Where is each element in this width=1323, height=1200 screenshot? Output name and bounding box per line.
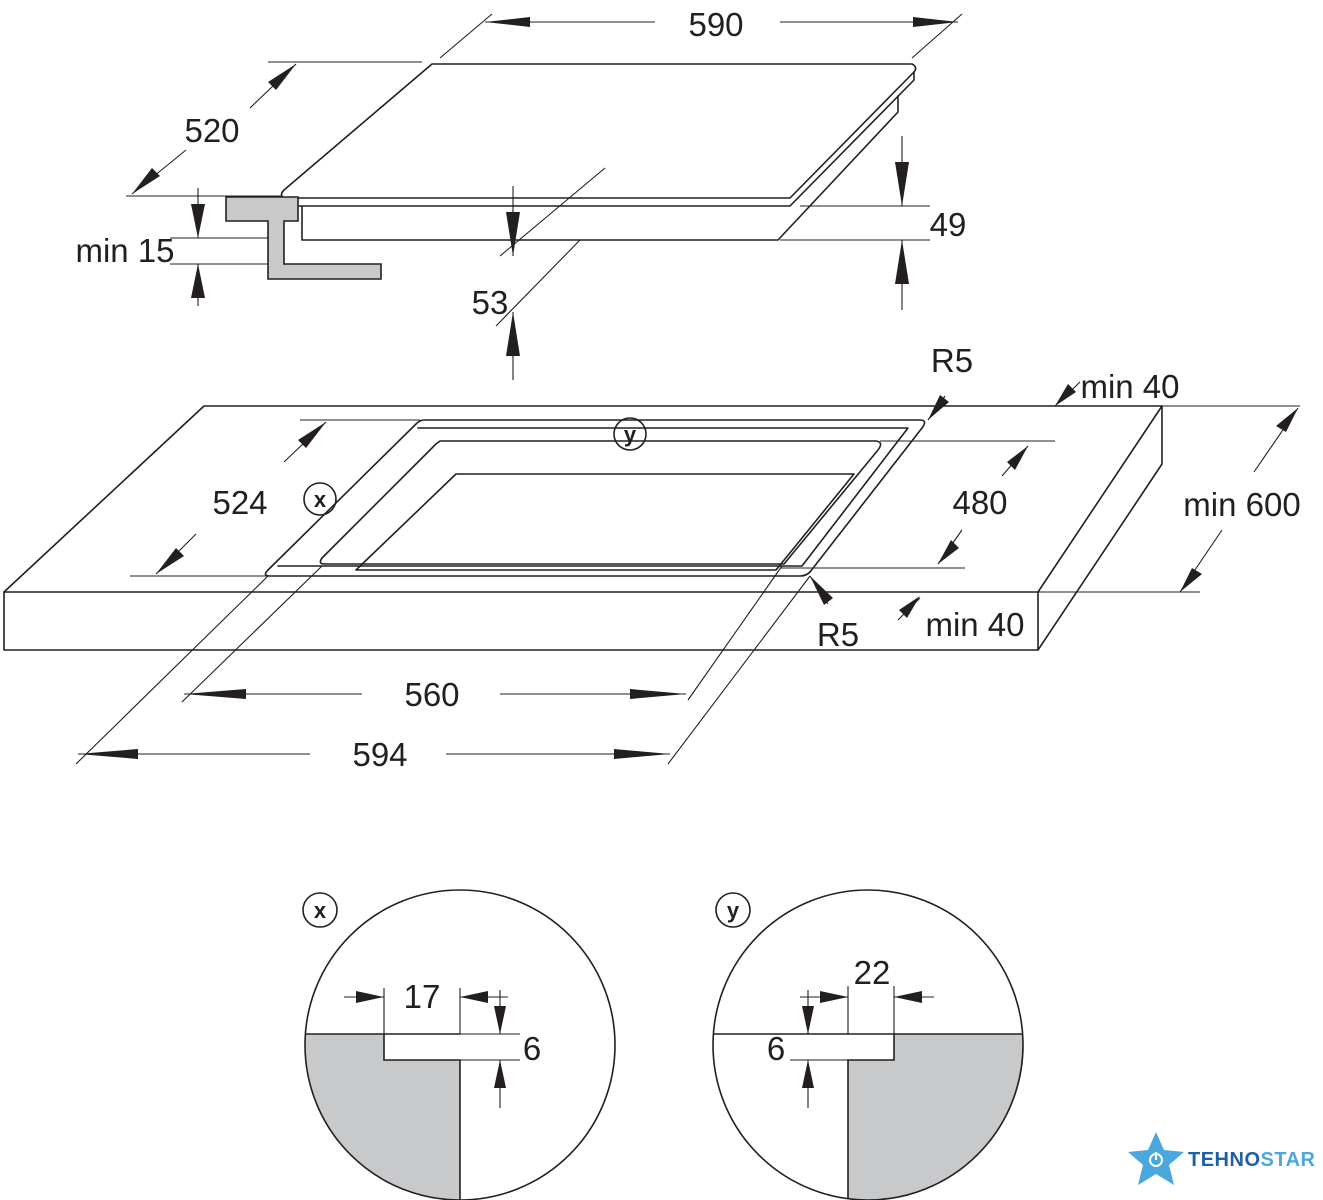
svg-text:y: y [727, 898, 740, 923]
detail-x-width: 17 [404, 978, 441, 1015]
detail-y-label: y [715, 892, 751, 928]
detail-x-depth: 6 [523, 1030, 541, 1067]
svg-text:x: x [314, 898, 327, 923]
front-margin-label: min 40 [925, 606, 1024, 643]
cutout-outer-edge [264, 419, 926, 577]
svg-text:x: x [314, 487, 327, 512]
logo-text-right: STAR [1261, 1149, 1316, 1171]
clearance-label: min 15 [75, 232, 174, 269]
hob-drawing: 590 520 49 53 min 15 [75, 6, 966, 380]
detail-y-width: 22 [854, 954, 891, 991]
radius-top-label: R5 [931, 342, 973, 379]
marker-x: x [303, 482, 337, 516]
logo-text-left: TEHNO [1188, 1149, 1261, 1171]
cutout-inner-surface [355, 473, 855, 571]
outer-width-label: 594 [352, 736, 407, 773]
svg-text:TEHNOSTAR: TEHNOSTAR [1188, 1149, 1316, 1171]
inner-depth-label: 480 [952, 484, 1007, 521]
hob-glass-edge [283, 71, 915, 207]
insertion-depth-label: 53 [472, 284, 509, 321]
cutout-rebate-inner [277, 427, 909, 567]
hob-width-label: 590 [688, 6, 743, 43]
outer-depth-label: 524 [212, 484, 267, 521]
inner-width-label: 560 [404, 676, 459, 713]
detail-y: y 22 6 [712, 889, 1024, 1200]
rear-margin-label: min 40 [1080, 368, 1179, 405]
svg-text:y: y [624, 422, 637, 447]
hob-glass-top [280, 63, 917, 199]
detail-x: x 17 6 [302, 889, 616, 1200]
hob-body [301, 95, 899, 241]
cutout-opening [319, 440, 882, 565]
tehnostar-logo: TEHNOSTAR [1128, 1132, 1316, 1185]
fixing-bracket [225, 196, 382, 280]
marker-y: y [613, 417, 647, 451]
worktop-depth-label: min 600 [1183, 486, 1300, 523]
hob-depth-label: 520 [184, 112, 239, 149]
worktop-drawing: y x R5 R5 min 40 min 40 min 600 [3, 342, 1301, 773]
detail-y-depth: 6 [767, 1030, 785, 1067]
radius-bottom-label: R5 [817, 616, 859, 653]
detail-x-label: x [302, 892, 338, 928]
hob-height-label: 49 [930, 206, 967, 243]
